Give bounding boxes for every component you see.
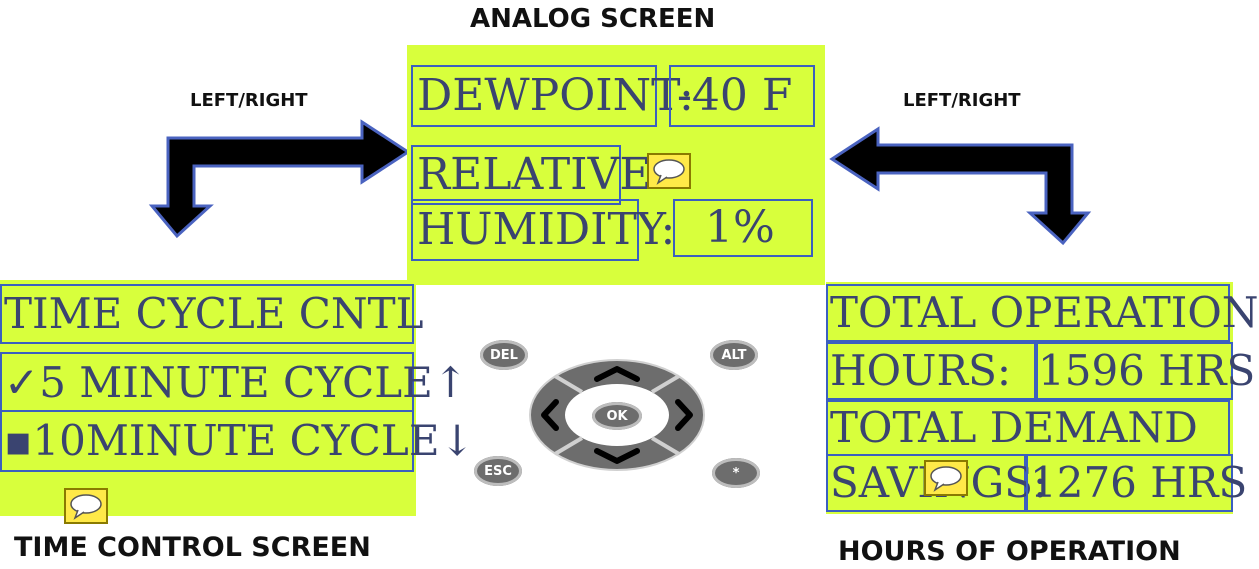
relative-label: RELATIVE — [411, 145, 651, 205]
right-arrow-key[interactable] — [668, 392, 702, 438]
down-arrow-key[interactable] — [582, 446, 652, 470]
esc-key[interactable]: ESC — [474, 456, 522, 486]
hours-of-operation-lcd-screen: TOTAL OPERATION HOURS: 1596 HRS TOTAL DE… — [826, 282, 1259, 514]
total-operation-label: TOTAL OPERATION — [826, 284, 1259, 342]
humidity-label: HUMIDITY: — [411, 199, 675, 261]
left-right-label-right: LEFT/RIGHT — [903, 90, 1021, 111]
hours-label: HOURS: — [826, 342, 1038, 400]
star-key[interactable]: * — [712, 458, 760, 488]
five-minute-cycle-option[interactable]: ✓5 MINUTE CYCLE↑ — [0, 352, 468, 412]
time-control-lcd-screen: TIME CYCLE CNTL ✓5 MINUTE CYCLE↑ ▪10MINU… — [0, 280, 475, 524]
analog-lcd-screen: DEWPOINT: -40 F RELATIVE HUMIDITY: 1% — [407, 45, 825, 285]
keypad: OK DEL ALT ESC * — [470, 330, 770, 500]
hours-of-operation-heading: HOURS OF OPERATION — [838, 536, 1181, 567]
humidity-value: 1% — [673, 199, 813, 257]
analog-screen-heading: ANALOG SCREEN — [470, 4, 716, 34]
del-key[interactable]: DEL — [480, 340, 528, 370]
time-control-screen-heading: TIME CONTROL SCREEN — [14, 532, 371, 563]
left-navigation-arrow — [148, 118, 412, 240]
time-cycle-title: TIME CYCLE CNTL — [0, 284, 424, 344]
alt-key[interactable]: ALT — [710, 340, 758, 370]
ok-key[interactable]: OK — [592, 402, 642, 430]
right-navigation-arrow — [828, 125, 1092, 247]
hours-value: 1596 HRS — [1034, 342, 1255, 400]
comment-icon[interactable] — [924, 460, 968, 496]
left-arrow-key[interactable] — [532, 392, 566, 438]
dewpoint-label: DEWPOINT: — [411, 65, 694, 127]
savings-value: 1276 HRS — [1026, 454, 1247, 512]
ten-minute-cycle-option[interactable]: ▪10MINUTE CYCLE↓ — [0, 410, 475, 472]
up-arrow-key[interactable] — [582, 360, 652, 384]
dewpoint-value: -40 F — [669, 65, 815, 127]
total-demand-label: TOTAL DEMAND — [826, 400, 1230, 456]
left-right-label-left: LEFT/RIGHT — [190, 90, 308, 111]
comment-icon[interactable] — [64, 488, 108, 524]
comment-icon[interactable] — [647, 153, 691, 189]
